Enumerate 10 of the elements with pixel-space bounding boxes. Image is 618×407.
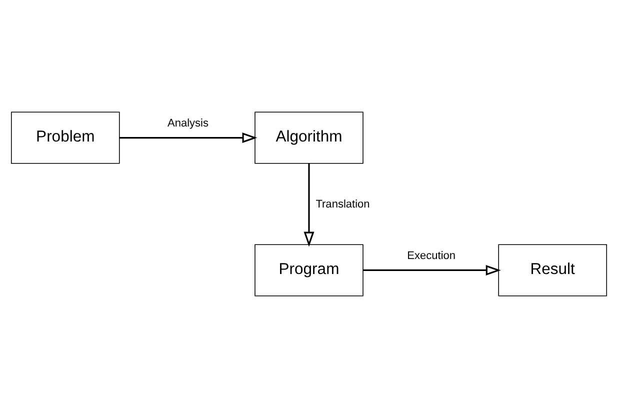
node-box: Algorithm bbox=[254, 111, 364, 164]
edge-label: Execution bbox=[407, 249, 456, 262]
node-box: Problem bbox=[11, 111, 120, 164]
node-box: Program bbox=[254, 244, 364, 296]
arrow bbox=[304, 162, 314, 246]
arrow bbox=[363, 264, 501, 275]
edge-label: Translation bbox=[316, 198, 370, 210]
arrow bbox=[119, 132, 258, 143]
node-box: Result bbox=[498, 244, 607, 296]
edge-label: Analysis bbox=[167, 117, 209, 129]
